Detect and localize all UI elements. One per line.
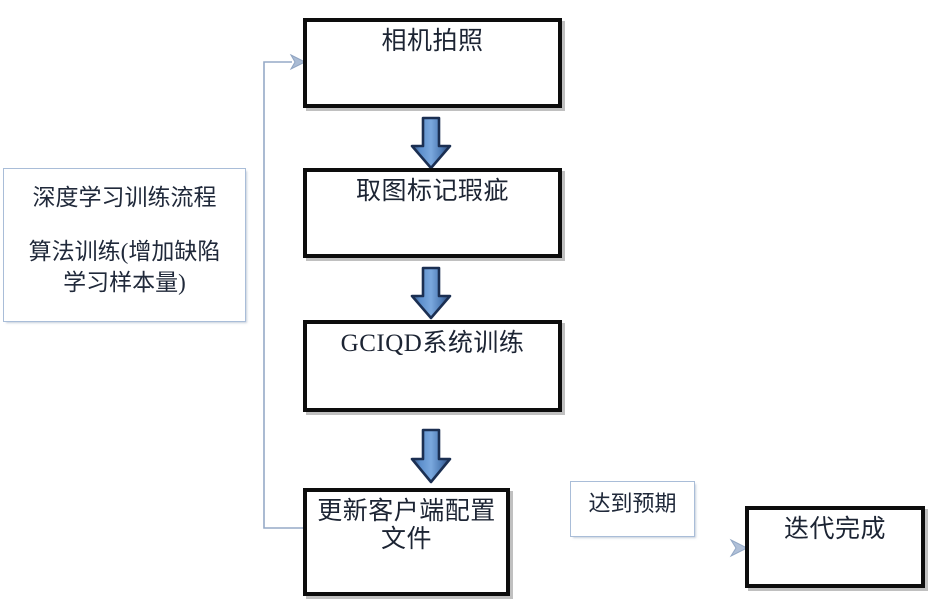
process-box-camera-capture[interactable]	[303, 18, 562, 108]
condition-box-expectation-met	[570, 481, 695, 537]
process-box-mark-defects[interactable]	[303, 168, 562, 258]
process-label-iteration-complete: 迭代完成	[783, 516, 886, 543]
process-box-gciqd-training[interactable]	[303, 320, 562, 412]
feedback-loop-arrow	[263, 53, 307, 529]
process-label-camera-capture: 相机拍照	[381, 28, 484, 55]
process-box-update-client-config[interactable]	[303, 488, 510, 596]
process-box-iteration-complete[interactable]	[745, 506, 925, 588]
condition-label-expectation-met: 达到预期	[588, 491, 677, 516]
process-label-mark-defects: 取图标记瑕疵	[355, 178, 509, 205]
block-arrow-down-1	[410, 116, 452, 170]
note-box-training-process	[3, 168, 246, 322]
process-label-update-client-config: 更新客户端配置 文件	[317, 498, 496, 553]
note-line-algorithm-training: 算法训练(增加缺陷 学习样本量)	[28, 239, 221, 296]
process-label-gciqd-training: GCIQD系统训练	[340, 330, 525, 357]
block-arrow-down-3	[410, 428, 452, 484]
note-line-process-title: 深度学习训练流程	[32, 185, 217, 210]
flow-arrow-right	[510, 538, 749, 558]
block-arrow-down-2	[410, 266, 452, 320]
